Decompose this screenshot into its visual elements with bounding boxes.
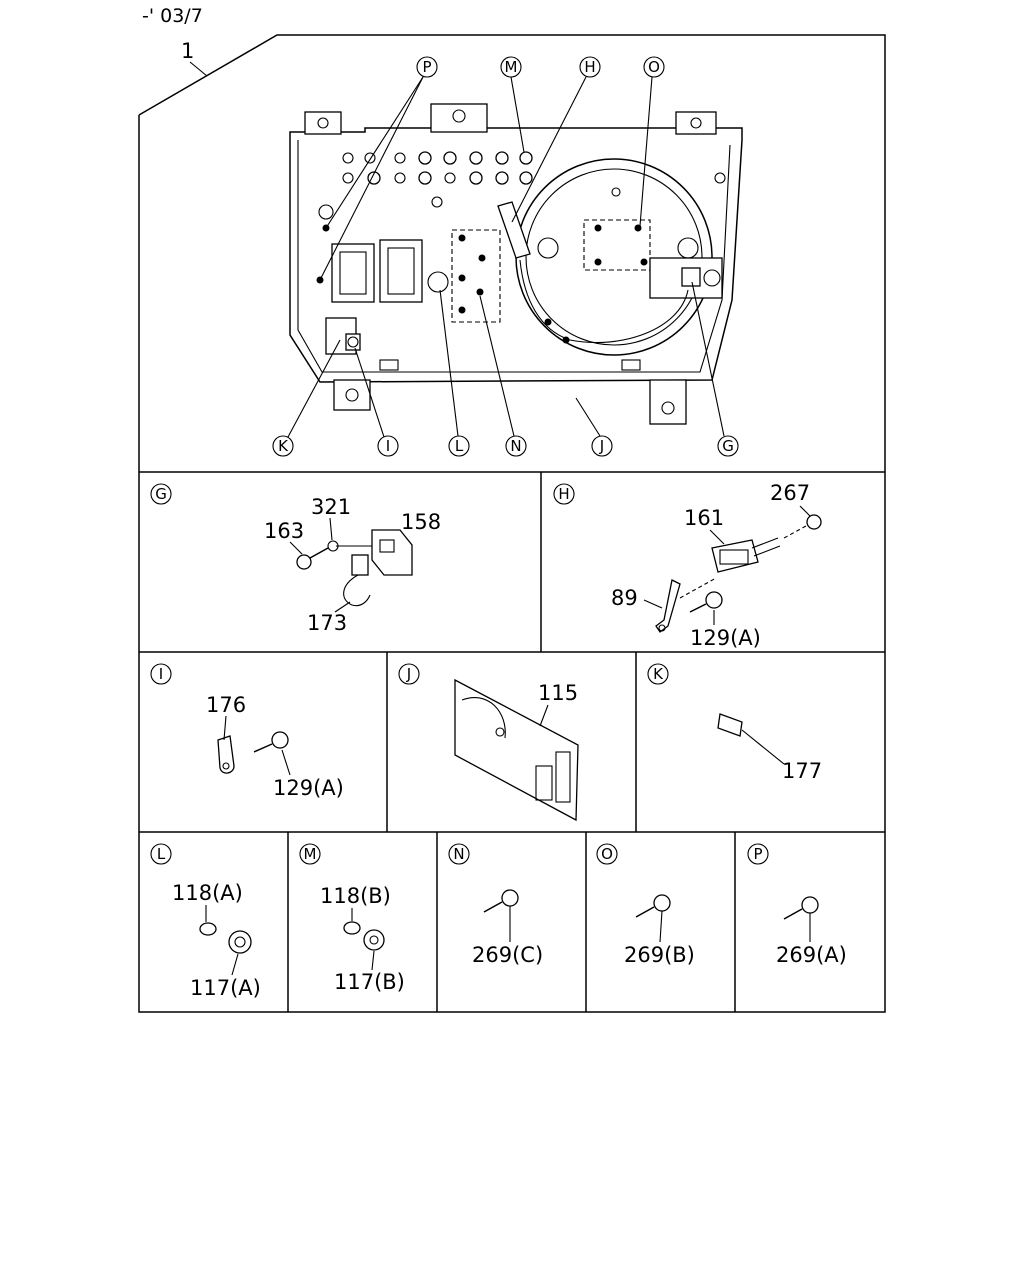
part-118b-label: 118(B) bbox=[320, 884, 391, 908]
part-158-label: 158 bbox=[401, 510, 441, 534]
svg-text:P: P bbox=[422, 58, 431, 76]
panel-h-letter: H bbox=[558, 485, 569, 503]
part-267-label: 267 bbox=[770, 481, 810, 505]
part-177-label: 177 bbox=[782, 759, 822, 783]
panel-n: N 269(C) bbox=[448, 843, 543, 967]
main-callouts: P M H O K I L bbox=[272, 56, 739, 457]
panel-l-letter: L bbox=[157, 845, 166, 863]
part-117a-label: 117(A) bbox=[190, 976, 261, 1000]
part-321-label: 321 bbox=[311, 495, 351, 519]
svg-text:H: H bbox=[584, 58, 595, 76]
callout-l-main: L bbox=[439, 289, 470, 457]
panel-h: H 267 161 89 129(A) bbox=[553, 481, 822, 650]
part-176-label: 176 bbox=[206, 693, 246, 717]
panel-p: P 269(A) bbox=[747, 843, 847, 967]
panel-o-letter: O bbox=[601, 845, 613, 863]
svg-text:K: K bbox=[278, 437, 289, 455]
part-269c-label: 269(C) bbox=[472, 943, 543, 967]
panel-g: G 321 158 163 173 bbox=[150, 483, 441, 635]
date-code: -' 03/7 bbox=[142, 5, 203, 27]
callout-m-main: M bbox=[500, 56, 525, 153]
part-118a-label: 118(A) bbox=[172, 881, 243, 905]
part-89-label: 89 bbox=[611, 586, 638, 610]
svg-text:J: J bbox=[599, 437, 604, 455]
part-269b-label: 269(B) bbox=[624, 943, 695, 967]
part-117b-label: 117(B) bbox=[334, 970, 405, 994]
callout-g-main: G bbox=[691, 281, 739, 457]
panel-j: J 115 bbox=[398, 663, 579, 822]
panel-j-letter: J bbox=[406, 665, 411, 683]
part-1-leader bbox=[189, 61, 208, 77]
callout-j-main: J bbox=[575, 397, 613, 457]
part-173-label: 173 bbox=[307, 611, 347, 635]
callout-i-main: I bbox=[354, 347, 399, 457]
part-115-label: 115 bbox=[538, 681, 578, 705]
callout-h-main: H bbox=[511, 56, 601, 223]
callout-o-main: O bbox=[639, 56, 665, 227]
part-161-label: 161 bbox=[684, 506, 724, 530]
callout-n-main: N bbox=[479, 295, 527, 457]
svg-text:I: I bbox=[386, 437, 390, 455]
panel-m-letter: M bbox=[304, 845, 317, 863]
part-129a-label-h: 129(A) bbox=[690, 626, 761, 650]
meter-assembly-drawing bbox=[289, 103, 743, 425]
panel-k-letter: K bbox=[653, 665, 664, 683]
part-129a-label-i: 129(A) bbox=[273, 776, 344, 800]
panel-p-letter: P bbox=[753, 845, 762, 863]
callout-k-main: K bbox=[272, 339, 341, 457]
part-1-label: 1 bbox=[181, 39, 194, 63]
panel-i: I 176 129(A) bbox=[150, 663, 344, 800]
panel-k: K 177 bbox=[647, 663, 822, 783]
panel-n-letter: N bbox=[453, 845, 464, 863]
panel-m: M 118(B) 117(B) bbox=[299, 843, 405, 994]
svg-text:O: O bbox=[648, 58, 660, 76]
svg-text:N: N bbox=[510, 437, 521, 455]
panel-i-letter: I bbox=[159, 665, 163, 683]
part-163-label: 163 bbox=[264, 519, 304, 543]
part-269a-label: 269(A) bbox=[776, 943, 847, 967]
svg-text:G: G bbox=[722, 437, 734, 455]
main-frame bbox=[138, 34, 886, 1013]
svg-text:L: L bbox=[455, 437, 464, 455]
callout-p-main: P bbox=[319, 56, 438, 281]
svg-text:M: M bbox=[505, 58, 518, 76]
panel-g-letter: G bbox=[155, 485, 167, 503]
panel-o: O 269(B) bbox=[596, 843, 695, 967]
panel-l: L 118(A) 117(A) bbox=[150, 843, 261, 1000]
